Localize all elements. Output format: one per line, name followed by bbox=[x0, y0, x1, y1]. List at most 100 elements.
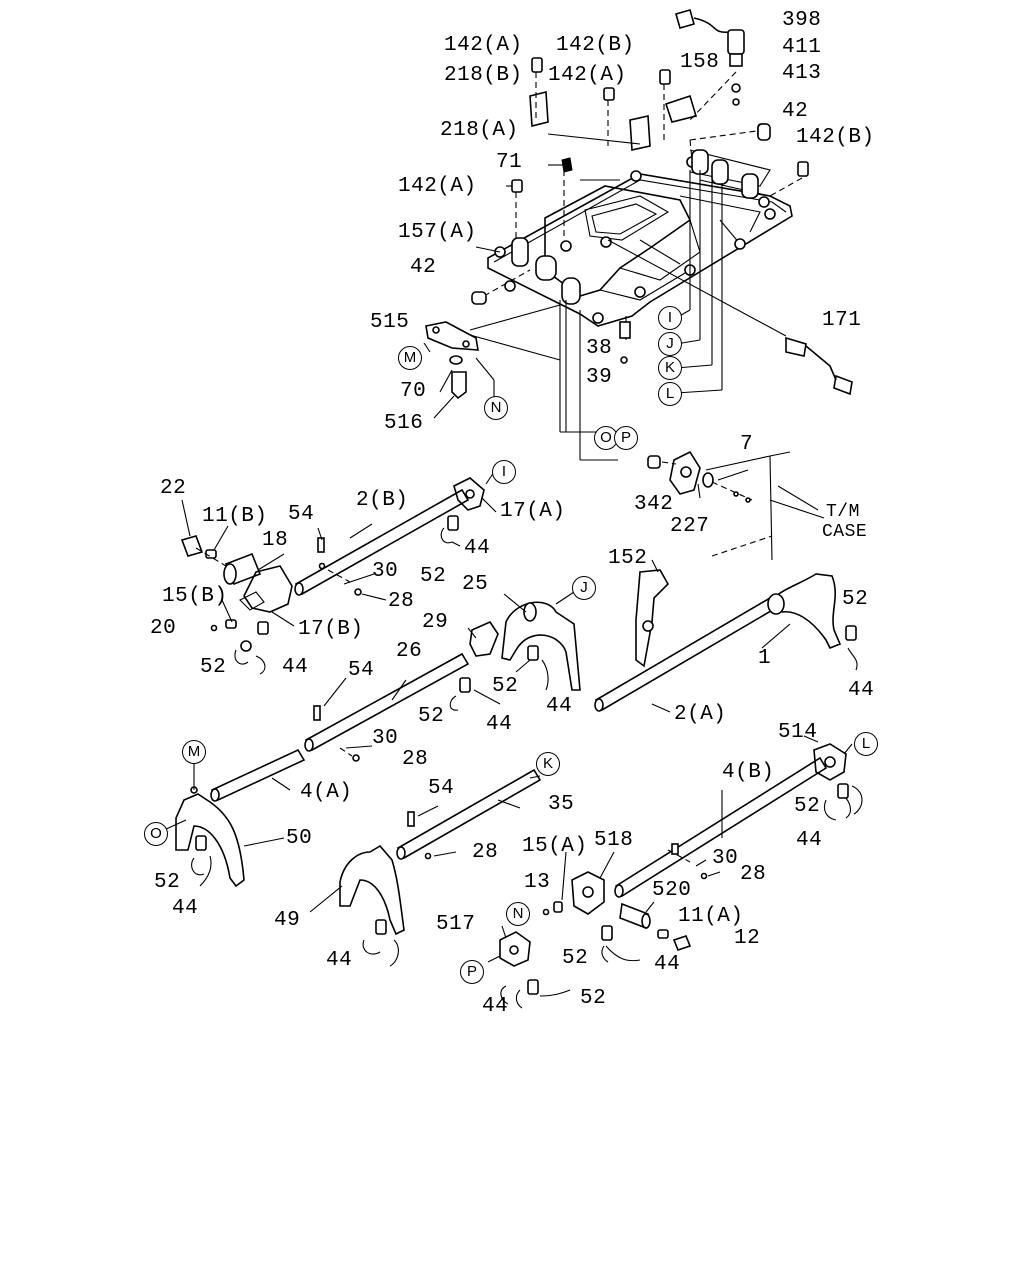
lever-515 bbox=[423, 321, 631, 419]
callout-52: 44 bbox=[326, 949, 353, 972]
callout-413: 413 bbox=[782, 62, 822, 85]
callout-70: 70 bbox=[400, 380, 427, 403]
callout-515: 515 bbox=[370, 311, 410, 334]
callout-44: 44 bbox=[282, 656, 309, 679]
callout-516: 516 bbox=[384, 412, 424, 435]
shift-cover-assembly bbox=[487, 149, 793, 327]
fork-49-group bbox=[339, 768, 542, 936]
callout-15a: 15(A) bbox=[522, 835, 588, 858]
ref-marker-o: O bbox=[144, 822, 168, 846]
callout-44: 52 bbox=[580, 987, 607, 1010]
callout-398: 398 bbox=[782, 9, 822, 32]
ref-marker-k: K bbox=[536, 752, 560, 776]
callout-28: 28 bbox=[740, 863, 767, 886]
callout-30: 30 bbox=[372, 727, 399, 750]
callout-38: 38 bbox=[586, 337, 613, 360]
callout-26: 26 bbox=[396, 640, 423, 663]
fork-1-group bbox=[594, 569, 858, 712]
ref-marker-p: P bbox=[614, 426, 638, 450]
callout-44: 44 bbox=[796, 829, 823, 852]
callout-517: 517 bbox=[436, 913, 476, 936]
callout-30: 30 bbox=[712, 847, 739, 870]
callout-44: 44 bbox=[172, 897, 199, 920]
callout-142a: 142(A) bbox=[444, 34, 523, 57]
rod-2B bbox=[294, 477, 485, 596]
cover-leader-lines bbox=[469, 71, 803, 461]
callout-52: 52 bbox=[420, 565, 447, 588]
callout-52: 52 bbox=[794, 795, 821, 818]
callout-518: 518 bbox=[594, 829, 634, 852]
callout-28: 28 bbox=[388, 590, 415, 613]
callout-52: 52 bbox=[842, 588, 869, 611]
callout-52: 52 bbox=[154, 871, 181, 894]
callout-18: 18 bbox=[262, 529, 289, 552]
callout-71: 71 bbox=[496, 151, 523, 174]
callout-15b: 15(B) bbox=[162, 585, 228, 608]
callout-12: 12 bbox=[734, 927, 761, 950]
callout-342: 342 bbox=[634, 493, 674, 516]
callout-2a: 2(A) bbox=[674, 703, 727, 726]
callout-22: 22 bbox=[160, 477, 187, 500]
callout-20: 20 bbox=[150, 617, 177, 640]
callout-7: 7 bbox=[740, 433, 754, 456]
callout-142a: 142(A) bbox=[548, 64, 627, 87]
ref-marker-m: M bbox=[182, 740, 206, 764]
callout-39: 39 bbox=[586, 366, 613, 389]
callout-2b: 2(B) bbox=[356, 489, 409, 512]
sensor-398 bbox=[675, 9, 745, 106]
callout-44: 44 bbox=[486, 713, 513, 736]
ref-marker-l: L bbox=[658, 382, 682, 406]
callout-30: 30 bbox=[372, 560, 399, 583]
callout-17b: 17(B) bbox=[298, 618, 364, 641]
callout-28: 28 bbox=[402, 748, 429, 771]
callout-13: 13 bbox=[524, 871, 551, 894]
callout-11b: 11(B) bbox=[202, 505, 268, 528]
block-518-group bbox=[542, 871, 692, 963]
callout-tm: T/M bbox=[826, 502, 860, 522]
callout-152: 152 bbox=[608, 547, 648, 570]
ref-marker-j: J bbox=[572, 576, 596, 600]
tm-case-parts bbox=[647, 450, 819, 561]
callout-157a: 157(A) bbox=[398, 221, 477, 244]
ref-marker-l: L bbox=[854, 732, 878, 756]
callout-142b: 142(B) bbox=[556, 34, 635, 57]
callout-1: 1 bbox=[758, 647, 772, 670]
callout-520: 520 bbox=[652, 879, 692, 902]
callout-52: 52 bbox=[200, 656, 227, 679]
callout-44: 44 bbox=[848, 679, 875, 702]
label-leaders bbox=[163, 471, 863, 1005]
ref-marker-k: K bbox=[658, 356, 682, 380]
ref-marker-i: I bbox=[492, 460, 516, 484]
callout-35: 35 bbox=[548, 793, 575, 816]
callout-52: 44 bbox=[482, 995, 509, 1018]
fork-25-group bbox=[304, 601, 581, 762]
callout-142a: 142(A) bbox=[398, 175, 477, 198]
callout-411: 411 bbox=[782, 36, 822, 59]
callout-218b: 218(B) bbox=[444, 64, 523, 87]
ref-marker-p: P bbox=[460, 960, 484, 984]
callout-42: 42 bbox=[410, 256, 437, 279]
callout-44: 44 bbox=[654, 953, 681, 976]
block-517-group bbox=[499, 931, 539, 1009]
callout-4b: 4(B) bbox=[722, 761, 775, 784]
callout-54: 54 bbox=[428, 777, 455, 800]
ref-marker-n: N bbox=[506, 902, 530, 926]
ref-marker-i: I bbox=[658, 306, 682, 330]
ref-marker-j: J bbox=[658, 332, 682, 356]
callout-54: 54 bbox=[288, 503, 315, 526]
top-hardware bbox=[471, 57, 809, 305]
callout-44: 44 bbox=[546, 695, 573, 718]
callout-218a: 218(A) bbox=[440, 119, 519, 142]
rod-4B-group bbox=[614, 743, 852, 898]
callout-44: 44 bbox=[464, 537, 491, 560]
ref-marker-m: M bbox=[398, 346, 422, 370]
callout-42: 42 bbox=[782, 100, 809, 123]
callout-11a: 11(A) bbox=[678, 905, 744, 928]
callout-25: 25 bbox=[462, 573, 489, 596]
callout-29: 29 bbox=[422, 611, 449, 634]
connector-171 bbox=[785, 336, 853, 396]
callout-17a: 17(A) bbox=[500, 500, 566, 523]
callout-49: 49 bbox=[274, 909, 301, 932]
